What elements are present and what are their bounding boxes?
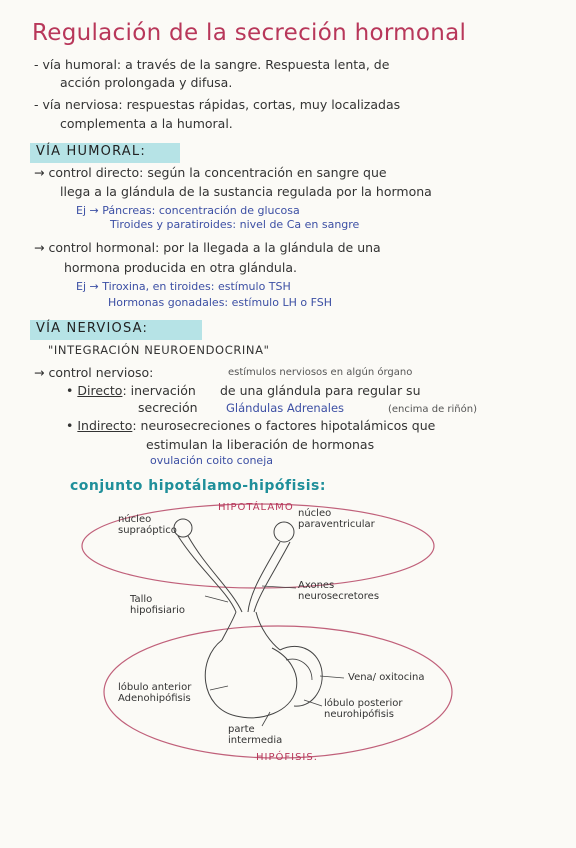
humoral-line-2: acción prolongada y difusa. <box>60 75 233 90</box>
control-directo-line-2: llega a la glándula de la sustancia regu… <box>60 184 432 199</box>
page-title: Regulación de la secreción hormonal <box>32 20 467 46</box>
directo-label: Directo <box>77 383 123 398</box>
nerviosa-line-2: complementa a la humoral. <box>60 116 233 131</box>
label-tallo: Tallo hipofisiario <box>130 594 186 616</box>
encima-rinon: (encima de riñón) <box>388 404 477 415</box>
hipofisis-outline <box>103 625 453 759</box>
example-tiroides: Tiroides y paratiroides: nivel de Ca en … <box>110 218 360 231</box>
control-directo-line-1: → control directo: según la concentració… <box>34 165 387 180</box>
label-hipotalamo: HIPOTÁLAMO <box>218 502 294 513</box>
highlight-humoral <box>30 143 180 163</box>
leader-vena <box>319 675 345 679</box>
directo-secrecion: secreción <box>138 400 198 415</box>
control-nervioso: → control nervioso: <box>34 365 154 380</box>
axon-right-2 <box>253 541 291 613</box>
label-nucleo-paraventricular: núcleo paraventricular <box>298 508 375 530</box>
label-nucleo-supraoptico: núcleo supraóptico <box>118 514 177 536</box>
leader-tallo <box>204 595 229 603</box>
nerviosa-line-1: - vía nerviosa: respuestas rápidas, cort… <box>34 97 401 112</box>
indirecto-label: Indirecto <box>77 418 133 433</box>
axon-right-1 <box>247 541 281 613</box>
example-tiroxina: Ej → Tiroxina, en tiroides: estímulo TSH <box>76 280 291 293</box>
via-nerviosa-heading: VÍA NERVIOSA: <box>36 321 149 336</box>
indirecto-text: : neurosecreciones o factores hipotalámi… <box>132 418 436 433</box>
label-lobulo-posterior: lóbulo posterior neurohipófisis <box>324 698 403 720</box>
example-pancreas: Ej → Páncreas: concentración de glucosa <box>76 204 300 217</box>
hipotalamo-outline <box>81 503 435 589</box>
label-vena: Vena/ oxitocina <box>348 672 425 683</box>
control-hormonal-line-1: → control hormonal: por la llegada a la … <box>34 240 381 255</box>
directo-text-b: de una glándula para regular su <box>220 383 421 398</box>
ovulacion-note: ovulación coito coneja <box>150 454 273 467</box>
tallo-right <box>255 611 281 651</box>
highlight-nerviosa <box>30 320 202 340</box>
leader-axones <box>261 585 297 589</box>
axon-left-1 <box>177 535 237 613</box>
label-axones: Axones neurosecretores <box>298 580 380 602</box>
leader-lobulo-anterior <box>209 685 229 691</box>
tallo-left <box>221 611 237 641</box>
label-parte-intermedia: parte intermedia <box>228 724 283 746</box>
label-hipofisis: HIPÓFISIS. <box>256 752 318 763</box>
nucleo-supraoptico-shape <box>173 518 193 538</box>
estimulos-note: estímulos nerviosos en algún órgano <box>228 367 413 378</box>
integracion-neuroendocrina: "INTEGRACIÓN NEUROENDOCRINA" <box>48 343 270 357</box>
via-humoral-heading: VÍA HUMORAL: <box>36 144 146 159</box>
nucleo-paraventricular-shape <box>273 521 295 543</box>
indirecto-line-2: estimulan la liberación de hormonas <box>146 437 375 452</box>
glandulas-adrenales: Glándulas Adrenales <box>226 401 345 415</box>
indirecto-line: • Indirecto: neurosecreciones o factores… <box>66 418 436 433</box>
diagram-heading: conjunto hipotálamo-hipófisis: <box>70 478 326 494</box>
leader-lobulo-posterior <box>303 699 323 707</box>
directo-text: : inervación <box>122 383 196 398</box>
lobulo-anterior-shape <box>204 639 298 719</box>
humoral-line-1: - vía humoral: a través de la sangre. Re… <box>34 57 390 72</box>
lobulo-posterior-inner <box>285 658 313 681</box>
control-hormonal-line-2: hormona producida en otra glándula. <box>64 260 297 275</box>
label-lobulo-anterior: lóbulo anterior Adenohipófisis <box>118 682 192 704</box>
axon-left-2 <box>187 535 243 613</box>
lobulo-posterior-shape <box>279 645 323 707</box>
leader-parte-intermedia <box>261 711 271 727</box>
example-gonadales: Hormonas gonadales: estímulo LH o FSH <box>108 296 332 309</box>
directo-line: • Directo: inervación <box>66 383 196 398</box>
